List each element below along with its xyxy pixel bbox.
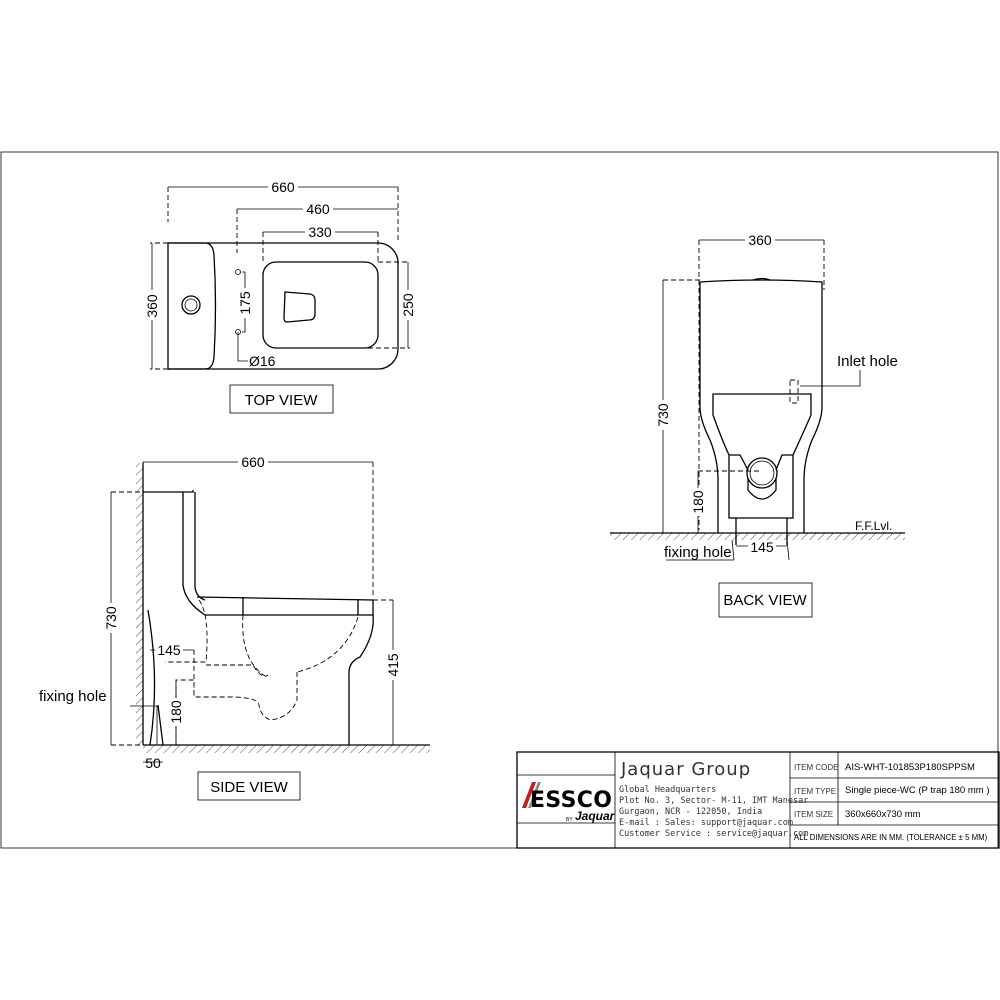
title-block: ESSCO BY Jaquar Jaquar Group Global Head… [516, 751, 1000, 849]
dim-top-330: 330 [308, 224, 332, 240]
service-line: Customer Service : service@jaquar.com [619, 829, 808, 839]
top-dimension-lines [151, 186, 409, 369]
address-line: Plot No. 3, Sector- M-11, IMT Manesar [619, 796, 808, 806]
dim-top-175: 175 [237, 291, 253, 315]
flush-button-icon [181, 295, 201, 315]
side-view-title: SIDE VIEW [210, 779, 288, 796]
dim-top-460: 460 [306, 201, 330, 217]
title-block-grid [517, 752, 999, 848]
rear-profile [147, 609, 164, 746]
tank-outline [168, 242, 217, 370]
dim-back-180: 180 [690, 490, 706, 514]
top-body-outline [167, 242, 399, 370]
email-line: E-mail : Sales: support@jaquar.com [619, 818, 793, 828]
title-block-frame [516, 751, 1000, 849]
svg-text:ESSCO: ESSCO [530, 788, 612, 813]
essco-logo: ESSCO BY Jaquar [522, 782, 616, 823]
top-view-title-box [229, 384, 334, 414]
top-view-title: TOP VIEW [245, 392, 319, 409]
item-code-value: AIS-WHT-101853P180SPPSM [845, 762, 975, 773]
hidden-trap-lines [165, 599, 359, 745]
sheet-frame [0, 151, 999, 849]
item-code-label: ITEM CODE [794, 763, 838, 772]
back-dimension-lines [662, 239, 824, 561]
tank-profile [143, 490, 374, 616]
inlet-hole-label: Inlet hole [837, 353, 898, 370]
side-view-title-box [197, 771, 301, 801]
fixing-hole-icon [235, 269, 241, 275]
wall-hatching [136, 463, 143, 745]
seat-lines [242, 597, 359, 615]
bowl-front [348, 614, 374, 745]
side-extension-lines [111, 462, 393, 746]
dim-side-50: 50 [145, 755, 161, 771]
svg-text:Jaquar: Jaquar [575, 809, 616, 823]
back-fixing-hole-label: fixing hole [664, 544, 732, 561]
item-size-label: ITEM SIZE [794, 810, 833, 819]
back-view: 360 730 180 145 Inlet hole fixing hole F… [610, 232, 905, 618]
floor-level-label: F.F.Lvl. [855, 519, 892, 533]
dim-back-145: 145 [750, 539, 774, 555]
back-body-outline [699, 279, 823, 533]
outlet-pipe-inner [749, 460, 775, 486]
dim-side-730: 730 [103, 606, 119, 630]
dim-side-660: 660 [241, 454, 265, 470]
outlet-pipe-icon [746, 457, 778, 489]
back-view-title: BACK VIEW [723, 592, 807, 609]
floor-hatching [143, 745, 430, 753]
side-fixing-hole-label: fixing hole [39, 688, 107, 705]
inlet-leader [800, 370, 861, 387]
back-top-button [752, 277, 771, 281]
inlet-hole-icon [789, 379, 799, 404]
dim-side-415: 415 [385, 653, 401, 677]
back-cutout [712, 393, 812, 519]
address-line: Global Headquarters [619, 785, 716, 795]
company-name: Jaquar Group [620, 759, 751, 780]
dim-back-730: 730 [655, 403, 671, 427]
outlet-socket [729, 454, 793, 500]
item-type-label: ITEM TYPE [794, 787, 836, 796]
back-view-title-box [718, 582, 813, 618]
svg-text:BY: BY [566, 817, 573, 823]
dim-top-250: 250 [400, 293, 416, 317]
dimensions-note: ALL DIMENSIONS ARE IN MM. (TOLERANCE ± 5… [794, 833, 988, 842]
dim-side-145: 145 [157, 642, 181, 658]
back-extension-lines [663, 240, 825, 530]
bowl-outlet [283, 291, 316, 323]
floor-hatching [610, 533, 905, 540]
dim-back-360: 360 [748, 232, 772, 248]
flush-button-inner [184, 298, 198, 312]
top-view: 660 460 330 360 250 175 Ø16 TOP VIEW [144, 179, 416, 414]
item-size-value: 360x660x730 mm [845, 809, 921, 820]
address-line: Gurgaon, NCR - 122050, India [619, 807, 762, 817]
item-type-value: Single piece-WC (P trap 180 mm ) [845, 785, 990, 796]
side-view: 660 730 415 145 180 50 fixing hole SIDE … [39, 454, 430, 801]
dim-top-360: 360 [144, 294, 160, 318]
wall-and-floor [142, 463, 430, 746]
dim-top-660: 660 [271, 179, 295, 195]
dim-hole-dia: Ø16 [249, 353, 276, 369]
bowl-outline [262, 261, 379, 349]
top-extension-lines [150, 187, 410, 370]
dim-side-180: 180 [168, 700, 184, 724]
